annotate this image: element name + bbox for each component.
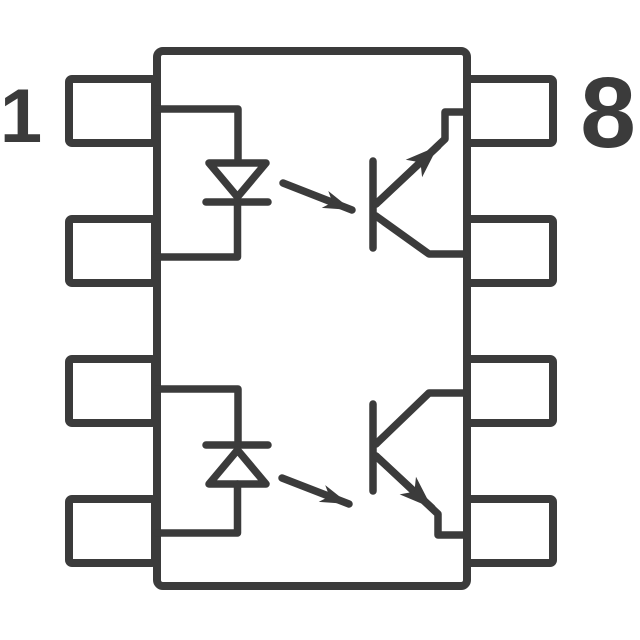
pin-8-lead [463,75,557,147]
led1-cathode-wire [153,199,242,261]
schematic-lines [65,47,557,590]
pin-1-label: 1 [0,74,42,159]
ic-body [153,47,471,590]
channel2-phototransistor [369,389,470,539]
pin-5-lead [463,495,557,567]
pin-1-lead [65,75,159,147]
channel1-phototransistor [369,108,470,258]
transistor1-collector-wire [372,212,470,258]
right-pin-leads [463,75,557,567]
channel1-led [153,105,272,261]
light-arrow-icon-1 [279,179,356,214]
transistor2-emitter-arrow [372,452,436,512]
led2-anode-wire [153,480,242,537]
led1-anode-wire [153,105,242,165]
pin-2-lead [65,215,159,287]
pin-7-lead [463,215,557,287]
pin-3-lead [65,355,159,427]
left-pin-leads [65,75,159,567]
transistor2-collector-wire [372,389,470,448]
led2-cathode-wire [153,385,242,447]
pin-8-label: 8 [580,57,636,169]
led2-diode-icon [205,446,270,488]
transistor1-emitter-arrow [372,142,442,208]
pin-6-lead [463,355,557,427]
led1-diode-icon [205,159,270,201]
pin-4-lead [65,495,159,567]
channel2-led [153,385,272,537]
light-arrow-icon-2 [278,474,353,508]
